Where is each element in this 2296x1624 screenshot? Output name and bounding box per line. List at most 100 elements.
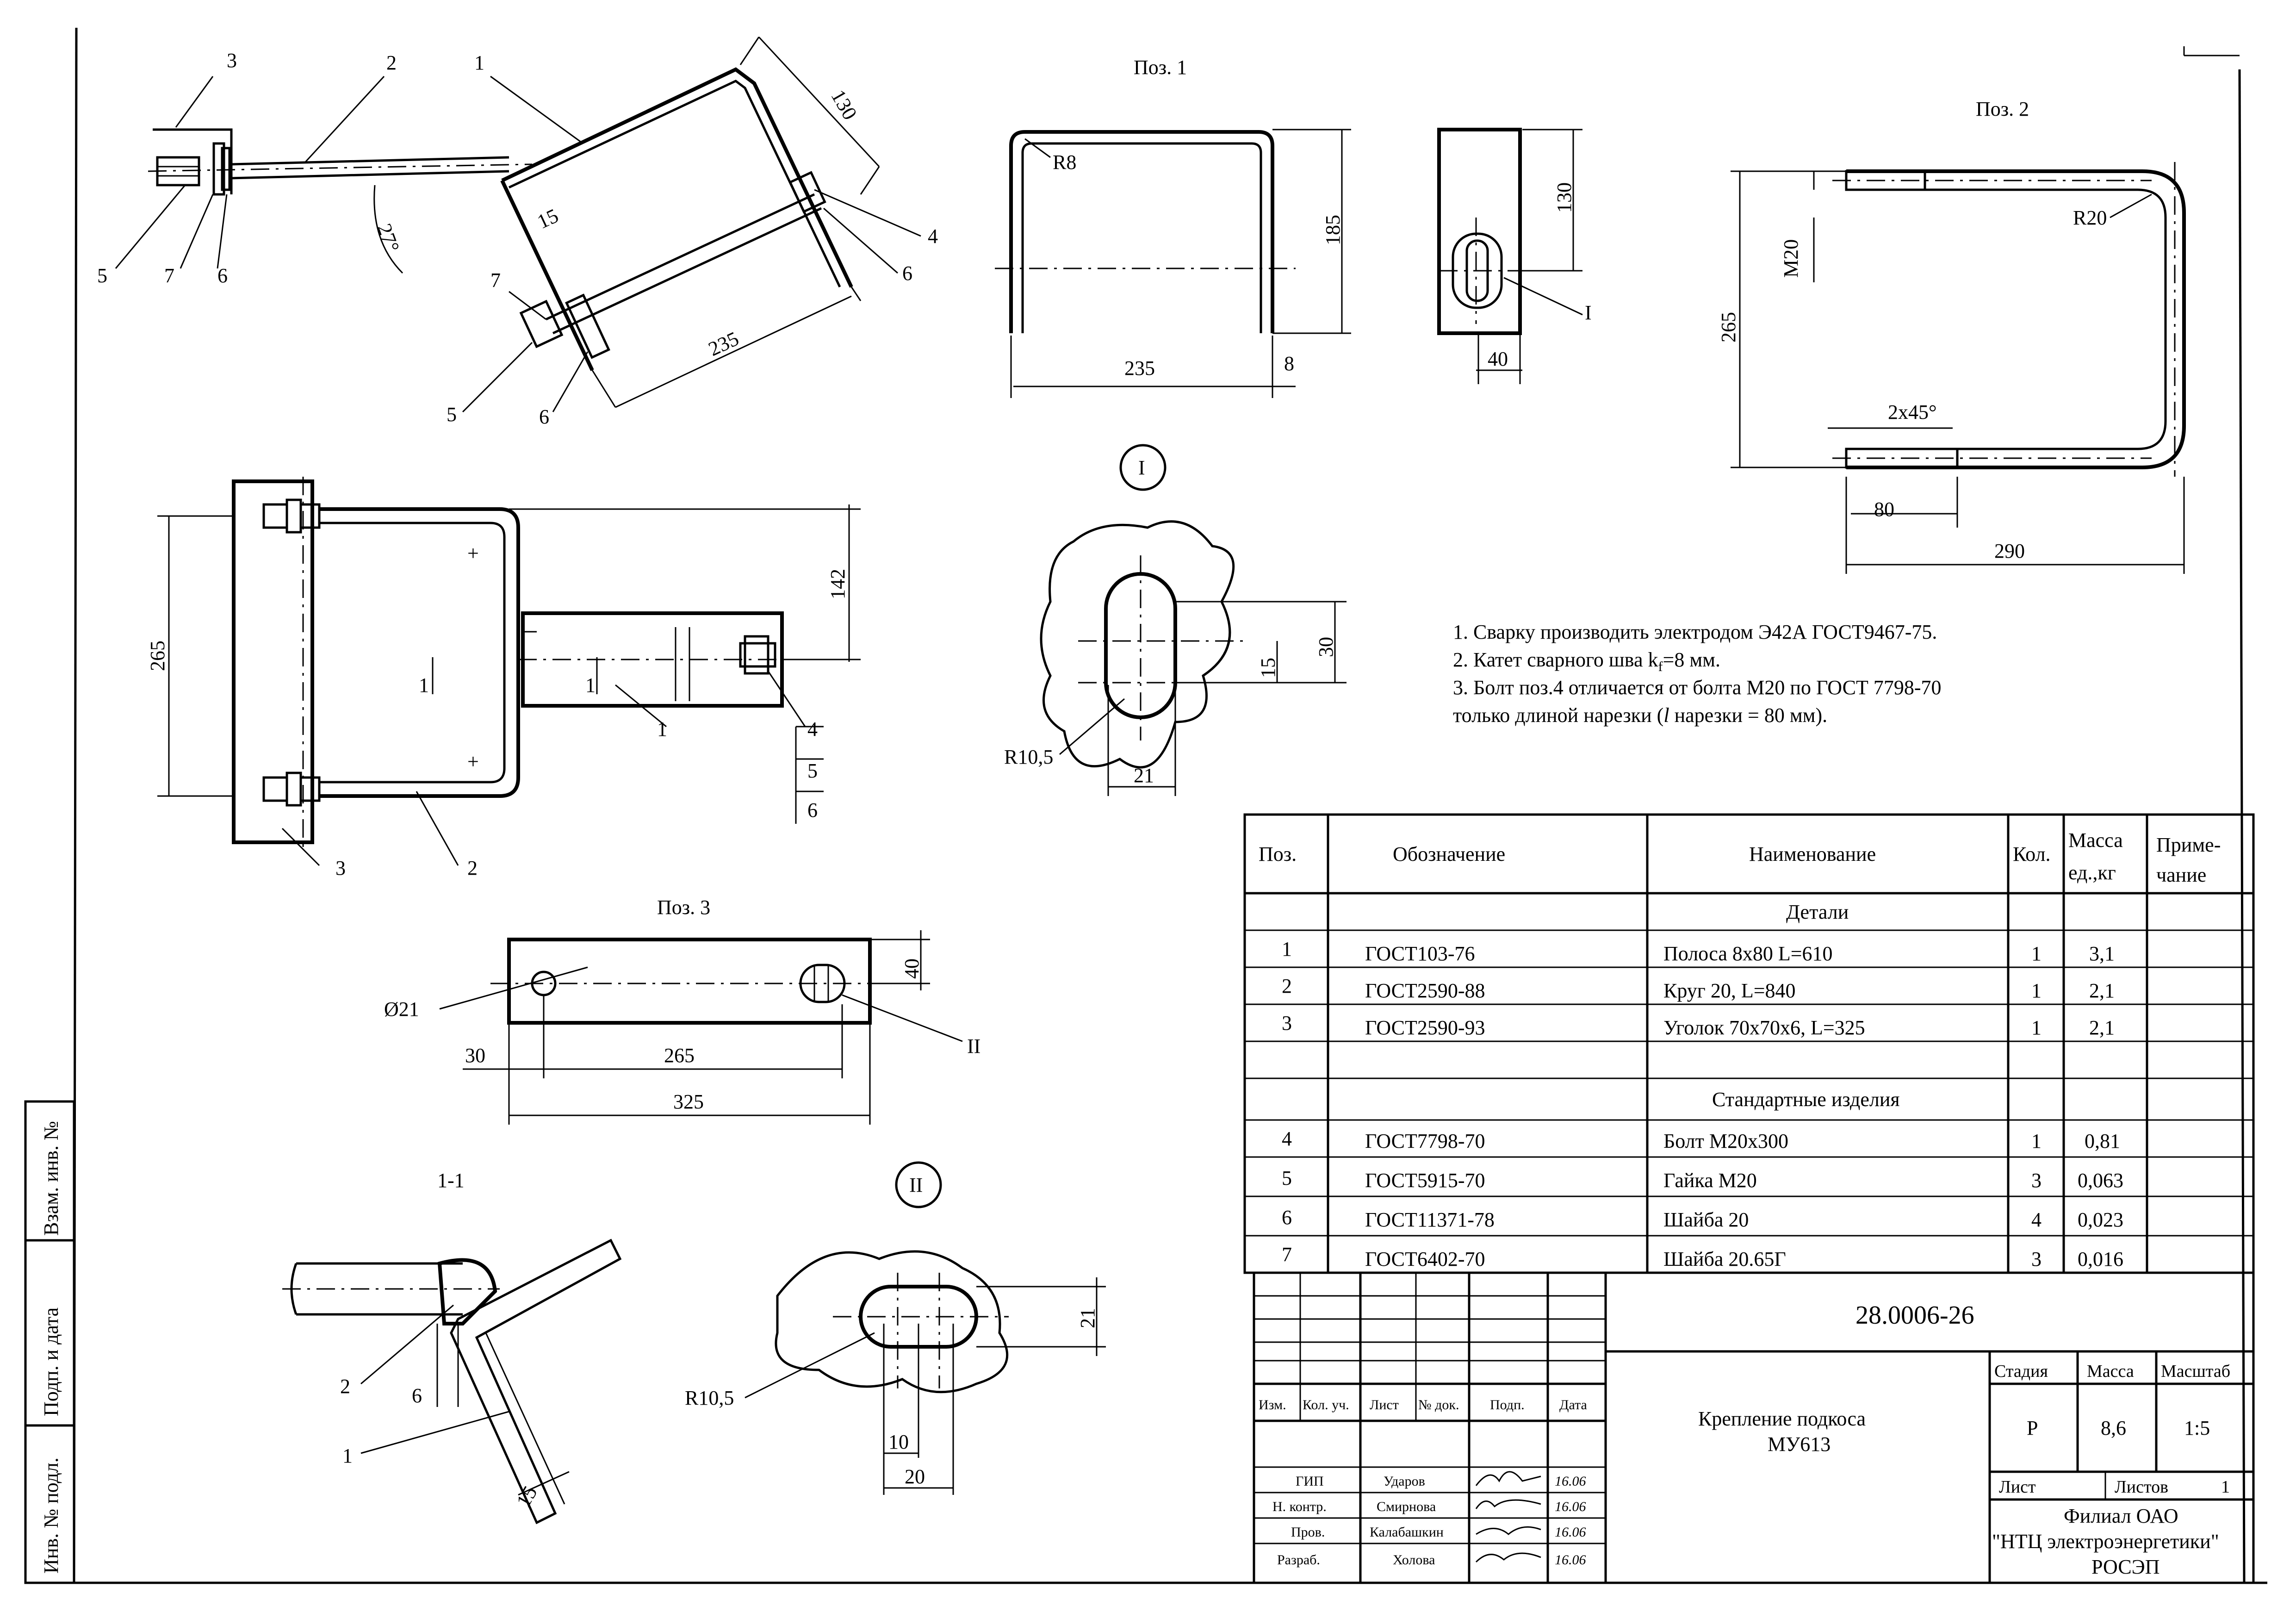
detail-I-view: I 30 15 R10,5 21 [1004, 444, 1347, 796]
dim-p2-m20: M20 [1780, 239, 1802, 278]
leader-sec-2: 2 [340, 1375, 350, 1398]
leader-plan-4: 4 [807, 718, 818, 740]
tb-role-prov: Пров. [1291, 1524, 1325, 1540]
svg-text:Шайба 20: Шайба 20 [1663, 1208, 1749, 1231]
poz3-title: Поз. 3 [657, 896, 710, 919]
detail-I-label: I [1138, 456, 1145, 479]
th-mass-2: ед.,кг [2068, 861, 2116, 884]
tb-name-razrab: Холова [1393, 1552, 1435, 1568]
plan-section-1-right: 1 [585, 674, 596, 697]
tb-role-nkontr: Н. контр. [1272, 1499, 1327, 1514]
assembly-plan-view: + + 1 1 265 142 3 2 1 4 5 [146, 477, 861, 879]
tb-mass: 8,6 [2101, 1417, 2126, 1439]
table-row: 3 ГОСТ2590-93 Уголок 70х70х6, L=325 1 2,… [1282, 1012, 2115, 1039]
svg-text:Полоса 8х80 L=610: Полоса 8х80 L=610 [1663, 942, 1833, 965]
svg-text:+: + [467, 750, 479, 773]
table-row: 5 ГОСТ5915-70 Гайка М20 3 0,063 [1282, 1167, 2123, 1192]
stamp-podp: Подп. и дата [40, 1307, 62, 1416]
tb-stage-label: Стадия [1994, 1362, 2048, 1381]
svg-text:5: 5 [1282, 1167, 1292, 1189]
leader-top-7b: 7 [490, 269, 501, 292]
dim-p1-8: 8 [1284, 352, 1294, 375]
signature-nkontr [1475, 1499, 1541, 1509]
leader-plan-1: 1 [657, 718, 667, 740]
tb-scale: 1:5 [2184, 1417, 2210, 1439]
svg-text:2,1: 2,1 [2089, 979, 2115, 1002]
leader-top-5a: 5 [97, 264, 107, 287]
dim-p3-325: 325 [673, 1090, 704, 1113]
tb-date-gip: 16.06 [1555, 1474, 1586, 1489]
dim-p2-290: 290 [1994, 540, 2025, 562]
th-note-2: чание [2156, 864, 2206, 886]
dim-plan-265: 265 [146, 641, 169, 671]
svg-text:3,1: 3,1 [2089, 942, 2115, 965]
tb-sheets: 1 [2221, 1477, 2230, 1497]
poz2-title: Поз. 2 [1976, 98, 2029, 120]
assembly-side-view: 130 235 15 27° 3 2 1 5 7 6 4 6 7 5 6 [97, 36, 938, 428]
svg-text:Гайка М20: Гайка М20 [1663, 1169, 1757, 1192]
leader-top-2: 2 [386, 51, 397, 74]
tb-org-1: Филиал ОАО [2064, 1505, 2178, 1527]
detail-II-label: II [909, 1174, 923, 1196]
svg-text:ГОСТ6402-70: ГОСТ6402-70 [1365, 1248, 1485, 1270]
doc-title-2: МУ613 [1768, 1433, 1831, 1456]
tb-date-razrab: 16.06 [1555, 1552, 1586, 1568]
dim-p2-2x45: 2x45° [1888, 401, 1937, 423]
detail-II-view: II 21 R10,5 10 20 [685, 1161, 1106, 1495]
table-row: 4 ГОСТ7798-70 Болт M20х300 1 0,81 [1282, 1127, 2120, 1152]
svg-text:+: + [467, 542, 479, 565]
tb-date-prov: 16.06 [1555, 1524, 1586, 1540]
dim-det2-21: 21 [1076, 1308, 1099, 1328]
dim-p2-80: 80 [1874, 498, 1894, 521]
tb-date-nkontr: 16.06 [1555, 1499, 1586, 1514]
detail-I-callout: I [1585, 301, 1592, 324]
dim-p3-30: 30 [465, 1044, 485, 1067]
table-row: 6 ГОСТ11371-78 Шайба 20 4 0,023 [1282, 1206, 2123, 1231]
dim-p1-235: 235 [1124, 357, 1155, 380]
doc-number: 28.0006-26 [1855, 1301, 1974, 1330]
dim-p3-265: 265 [664, 1044, 695, 1067]
svg-text:ГОСТ2590-93: ГОСТ2590-93 [1365, 1016, 1485, 1039]
poz1-title: Поз. 1 [1134, 56, 1187, 79]
dim-det2-r105: R10,5 [685, 1387, 734, 1409]
sec-details: Детали [1786, 901, 1849, 923]
dim-det1-r105: R10,5 [1004, 746, 1053, 768]
leader-top-6b2: 6 [539, 405, 549, 428]
side-stamp: Взам. инв. № Подп. и дата Инв. № подл. [24, 1100, 75, 1584]
poz1-view: Поз. 1 R8 185 235 8 130 40 I [995, 56, 1592, 398]
svg-text:0,023: 0,023 [2078, 1208, 2123, 1231]
tb-sheet-label: Лист [1999, 1477, 2036, 1497]
title-block: Изм. Кол. уч. Лист № док. Подп. Дата ГИП… [1253, 1271, 2255, 1584]
tb-mass-label: Масса [2087, 1362, 2134, 1381]
dim-det1-21: 21 [1134, 764, 1154, 787]
dim-det2-20: 20 [905, 1465, 925, 1488]
svg-text:2,1: 2,1 [2089, 1016, 2115, 1039]
stamp-inv: Инв. № подл. [40, 1457, 62, 1574]
dim-p1-r8: R8 [1053, 151, 1076, 174]
dim-top-15: 15 [534, 204, 562, 233]
svg-text:0,016: 0,016 [2078, 1248, 2123, 1270]
leader-top-6b: 6 [902, 262, 912, 285]
dim-det1-15: 15 [1257, 658, 1279, 678]
svg-text:ГОСТ7798-70: ГОСТ7798-70 [1365, 1130, 1485, 1152]
tb-name-gip: Ударов [1384, 1474, 1425, 1489]
svg-text:0,81: 0,81 [2085, 1130, 2120, 1152]
svg-text:1: 1 [1282, 938, 1292, 960]
doc-title-1: Крепление подкоса [1698, 1407, 1866, 1430]
leader-plan-6: 6 [807, 799, 818, 821]
tb-role-gip: ГИП [1296, 1474, 1324, 1489]
tb-col-doc: № док. [1418, 1397, 1459, 1412]
svg-text:4: 4 [1282, 1127, 1292, 1150]
dim-plan-142: 142 [826, 569, 849, 599]
tb-stage: Р [2027, 1417, 2038, 1439]
svg-text:2: 2 [1282, 975, 1292, 997]
tb-scale-label: Масштаб [2161, 1362, 2230, 1381]
dim-det2-10: 10 [888, 1431, 909, 1453]
signature-gip [1475, 1471, 1541, 1486]
tb-name-prov: Калабашкин [1370, 1524, 1444, 1540]
dim-top-130: 130 [826, 86, 861, 124]
svg-text:3: 3 [2031, 1248, 2042, 1270]
section-title: 1-1 [437, 1169, 465, 1192]
tb-col-date: Дата [1559, 1397, 1587, 1412]
